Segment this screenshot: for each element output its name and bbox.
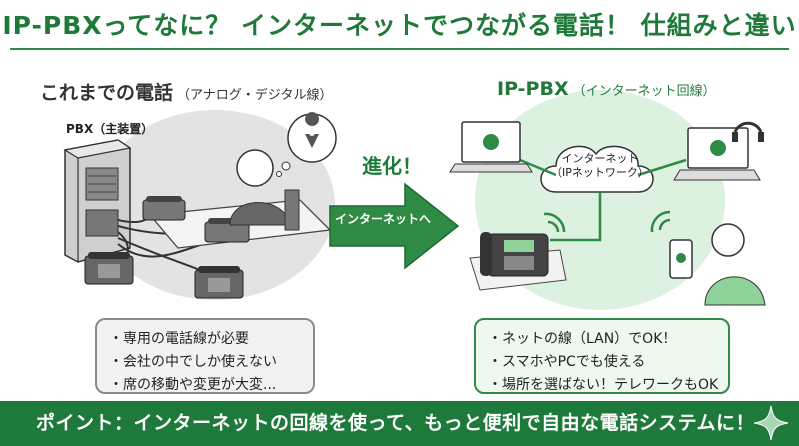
wifi-signal-right: [650, 210, 671, 233]
ip-pbx-point: スマホやPCでも使える: [488, 351, 716, 374]
floor-phone-2: [194, 266, 244, 299]
legacy-point: 専用の電話線が必要: [109, 328, 301, 351]
legacy-points-box: 専用の電話線が必要 会社の中でしか使えない 席の移動や変更が大変...: [95, 318, 315, 394]
floor-phone-1: [84, 252, 134, 285]
ip-pbx-points-box: ネットの線（LAN）でOK！ スマホやPCでも使える 場所を選ばない！テレワーク…: [474, 318, 730, 394]
ip-pbx-point: ネットの線（LAN）でOK！: [488, 328, 716, 351]
cloud-label-line1: インターネット: [561, 152, 639, 165]
ip-desk-phone: [469, 232, 567, 291]
ip-pbx-subheading: （インターネット回線）: [572, 84, 716, 99]
desk-phone-2: [204, 218, 250, 243]
cloud-label-line2: （IPネットワーク）: [551, 166, 649, 179]
pbx-label: PBX（主装置）: [66, 122, 154, 136]
network-lines: [519, 158, 687, 242]
wifi-signal-left: [543, 212, 566, 233]
location-thought-bubble: [276, 112, 337, 177]
point-banner: ポイント：インターネットの回線を使って、もっと便利で自由な電話システムに！: [0, 401, 799, 446]
legacy-point: 席の移動や変更が大変...: [109, 374, 301, 397]
legacy-phone-subheading: （アナログ・デジタル線）: [177, 88, 333, 103]
title-divider: [10, 48, 789, 50]
legacy-phone-heading: これまでの電話（アナログ・デジタル線）: [40, 82, 333, 104]
evolve-label: 進化！: [362, 154, 422, 178]
ip-pbx-point: 場所を選ばない！テレワークもOK: [488, 374, 718, 397]
arrow-label: インターネットへ: [335, 212, 432, 226]
evolution-arrow: [329, 182, 460, 270]
office-worker: [229, 149, 300, 231]
smartphone-user: [669, 223, 766, 306]
laptop-left: [449, 121, 533, 173]
legacy-point: 会社の中でしか使えない: [109, 351, 301, 374]
page-title: IP-PBXってなに？ インターネットでつながる電話！ 仕組みと違い: [2, 11, 797, 40]
desk-phone-1: [142, 196, 186, 221]
laptop-right: [673, 121, 764, 181]
illustration: [63, 90, 766, 310]
cloud-label: インターネット （IPネットワーク）: [548, 152, 652, 180]
pbx-cabinet: [63, 139, 132, 263]
sparkle-icon: [753, 405, 789, 441]
ip-pbx-heading: IP-PBX（インターネット回線）: [497, 78, 716, 100]
